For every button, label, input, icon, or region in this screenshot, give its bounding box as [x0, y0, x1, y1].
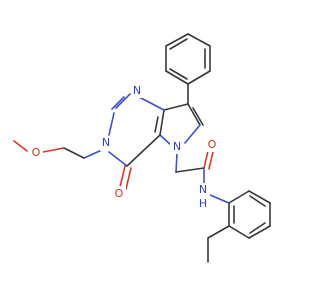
bond: [42, 147, 65, 153]
bond: [187, 33, 211, 47]
bond: [192, 107, 204, 126]
bond: [108, 151, 128, 167]
bond: [184, 124, 201, 144]
molecule-diagram: N N N O O O N H: [13, 33, 271, 263]
label-mask: [131, 84, 144, 98]
bond: [249, 195, 266, 207]
bond: [13, 140, 28, 152]
bond: [248, 225, 271, 239]
bond: [138, 96, 165, 111]
bond: [83, 149, 103, 159]
label-mask: [205, 138, 219, 152]
atom-n3: N: [102, 136, 110, 149]
label-mask: [197, 183, 210, 210]
atom-n1: N: [133, 84, 141, 97]
bond: [125, 167, 132, 190]
bond: [207, 225, 230, 239]
bond: [228, 190, 250, 204]
atom-o-amide: O: [208, 138, 217, 151]
atom-h: H: [199, 197, 207, 210]
bond: [169, 38, 188, 50]
bond: [165, 70, 189, 85]
bond-layer: [13, 33, 271, 263]
bond: [203, 150, 209, 169]
bond: [209, 194, 230, 204]
structure-canvas: N N N O O O N H: [13, 33, 271, 263]
bond: [208, 151, 214, 170]
bond: [169, 68, 188, 80]
bond: [175, 167, 205, 173]
atom-o-ring-carbonyl: O: [115, 187, 124, 200]
bond: [228, 225, 250, 239]
bond: [249, 222, 266, 234]
bond: [111, 96, 125, 110]
atom-nh: N: [199, 183, 207, 196]
bond: [163, 103, 189, 111]
bond: [248, 190, 271, 204]
bond: [154, 116, 159, 133]
bond: [119, 165, 126, 188]
bond: [108, 112, 115, 136]
label-mask: [100, 136, 113, 151]
atom-label-layer: N N N O O O N H: [29, 84, 219, 210]
atom-o-methoxy: O: [32, 146, 41, 159]
bond: [115, 93, 131, 109]
label-mask: [113, 186, 126, 201]
bond: [187, 70, 211, 85]
bond: [126, 134, 161, 167]
atom-n5: N: [173, 140, 181, 153]
bond: [159, 134, 172, 146]
bond: [159, 109, 165, 136]
bond: [175, 152, 178, 173]
bond: [165, 33, 189, 47]
label-mask: [170, 140, 183, 154]
label-mask: [29, 146, 43, 160]
bond: [187, 103, 201, 126]
bond: [63, 147, 85, 159]
